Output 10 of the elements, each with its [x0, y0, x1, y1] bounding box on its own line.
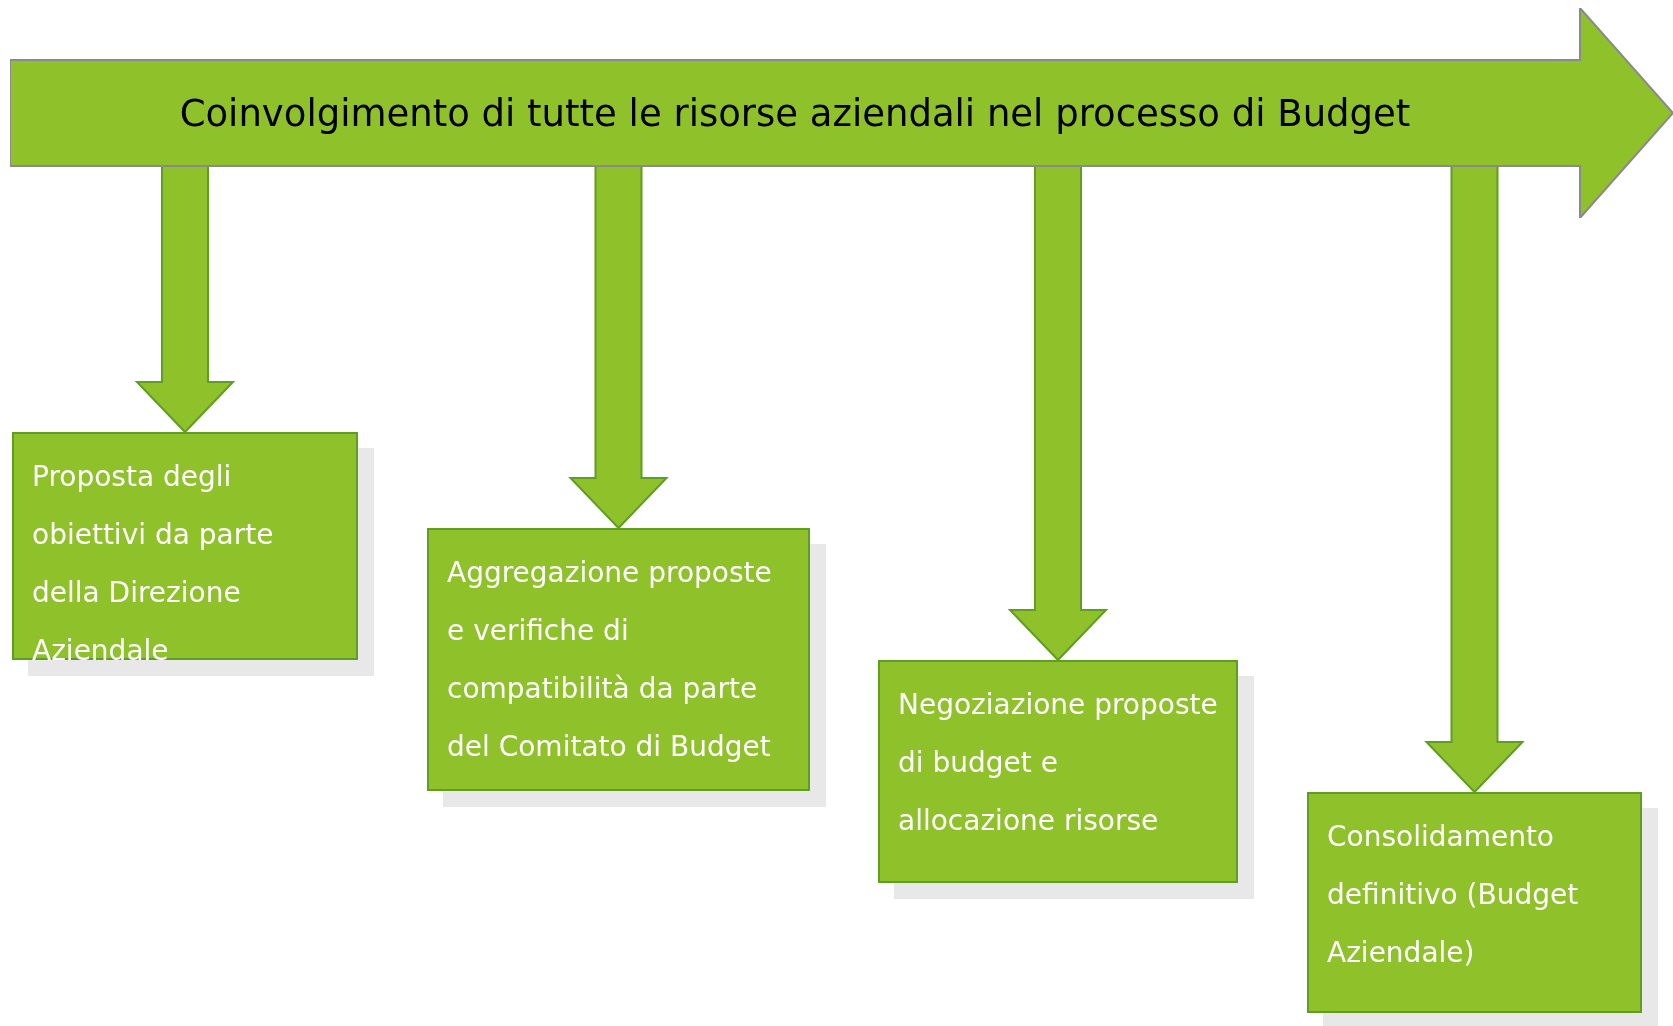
- step-text: Consolidamento definitivo (Budget Aziendale): [1327, 820, 1579, 969]
- arrow-banner: [10, 8, 1673, 218]
- block-arrow: [1424, 165, 1525, 794]
- block-arrow: [1007, 165, 1109, 662]
- step-text: Proposta degli obiettivi da parte della Direzione Aziendale: [32, 460, 274, 667]
- step-text: Negoziazione proposte di budget e allocazione risorse: [898, 688, 1218, 837]
- block-arrow: [568, 165, 669, 530]
- step-text: Aggregazione proposte e verifiche di compatibilità da parte del Comitato di Budget: [447, 556, 772, 763]
- block-arrow: [134, 165, 236, 434]
- banner-text: Coinvolgimento di tutte le risorse aziendali nel processo di Budget: [179, 91, 1411, 135]
